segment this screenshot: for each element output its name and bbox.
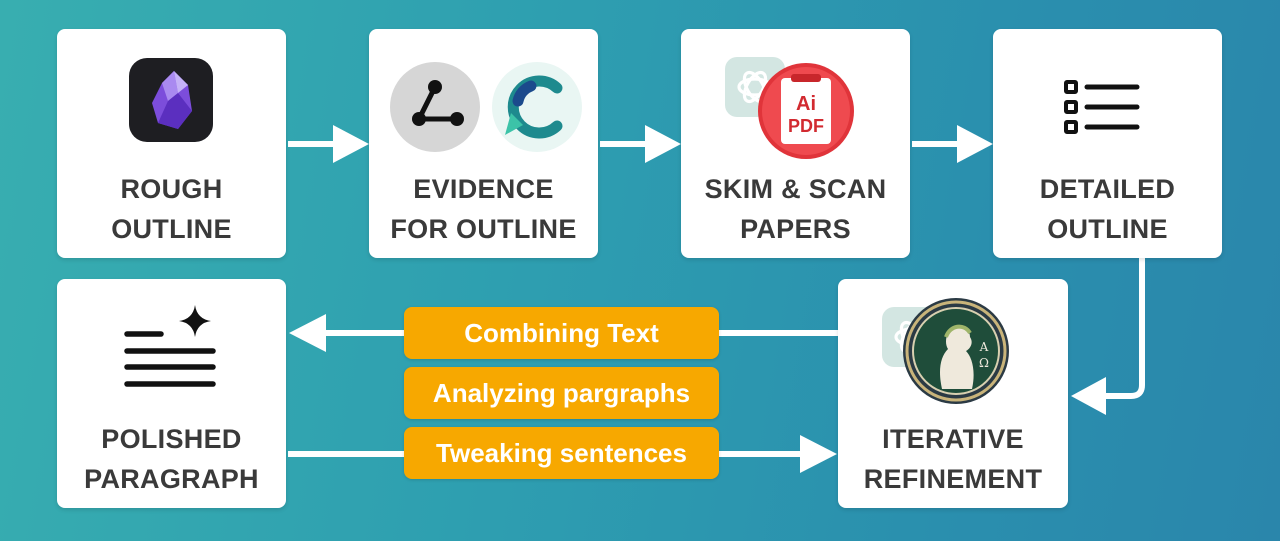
step-title-line1: ROUGH <box>120 174 223 204</box>
action-pill-combining-text: Combining Text <box>404 307 719 359</box>
step-title-line2: PAPERS <box>740 214 851 244</box>
step-card-detailed-outline: DETAILED OUTLINE <box>993 29 1222 258</box>
step-title-line1: EVIDENCE <box>413 174 554 204</box>
step-card-polished-paragraph: POLISHED PARAGRAPH <box>57 279 286 508</box>
consensus-icon <box>491 61 583 153</box>
arrow-detailed-to-refinement <box>1071 258 1145 415</box>
step-card-rough-outline: ROUGH OUTLINE <box>57 29 286 258</box>
step-title-line2: FOR OUTLINE <box>390 214 577 244</box>
step-card-iterative-refinement: A Ω ITERATIVE REFINEMENT <box>838 279 1068 508</box>
svg-text:A: A <box>979 340 989 354</box>
obsidian-app-icon <box>128 57 214 143</box>
step-title-line2: OUTLINE <box>111 214 232 244</box>
step-title-line2: PARAGRAPH <box>84 464 259 494</box>
svg-text:Ω: Ω <box>979 356 989 370</box>
step-card-evidence: EVIDENCE FOR OUTLINE <box>369 29 598 258</box>
step-title-line2: OUTLINE <box>1047 214 1168 244</box>
citation-graph-icon <box>389 61 481 153</box>
step-card-skim-scan: Ai PDF SKIM & SCAN PAPERS <box>681 29 910 258</box>
step-title-line1: ITERATIVE <box>882 424 1024 454</box>
action-pill-tweaking-sentences: Tweaking sentences <box>404 427 719 479</box>
ai-pdf-bottom-text: PDF <box>788 116 824 136</box>
checklist-icon <box>1063 79 1143 135</box>
step-title-line1: POLISHED <box>101 424 242 454</box>
action-pill-analyzing-paragraphs: Analyzing pargraphs <box>404 367 719 419</box>
writing-medallion-icon: A Ω <box>902 297 1010 405</box>
step-title-line1: DETAILED <box>1039 174 1176 204</box>
step-title-line1: SKIM & SCAN <box>704 174 887 204</box>
arrow-evidence-to-skim <box>600 125 681 163</box>
ai-pdf-icon: Ai PDF <box>757 62 855 160</box>
sparkle-text-icon <box>123 301 219 393</box>
step-title-line2: REFINEMENT <box>863 464 1043 494</box>
arrow-skim-to-detailed <box>912 125 993 163</box>
ai-pdf-top-text: Ai <box>796 93 816 115</box>
arrow-rough-to-evidence <box>288 125 369 163</box>
